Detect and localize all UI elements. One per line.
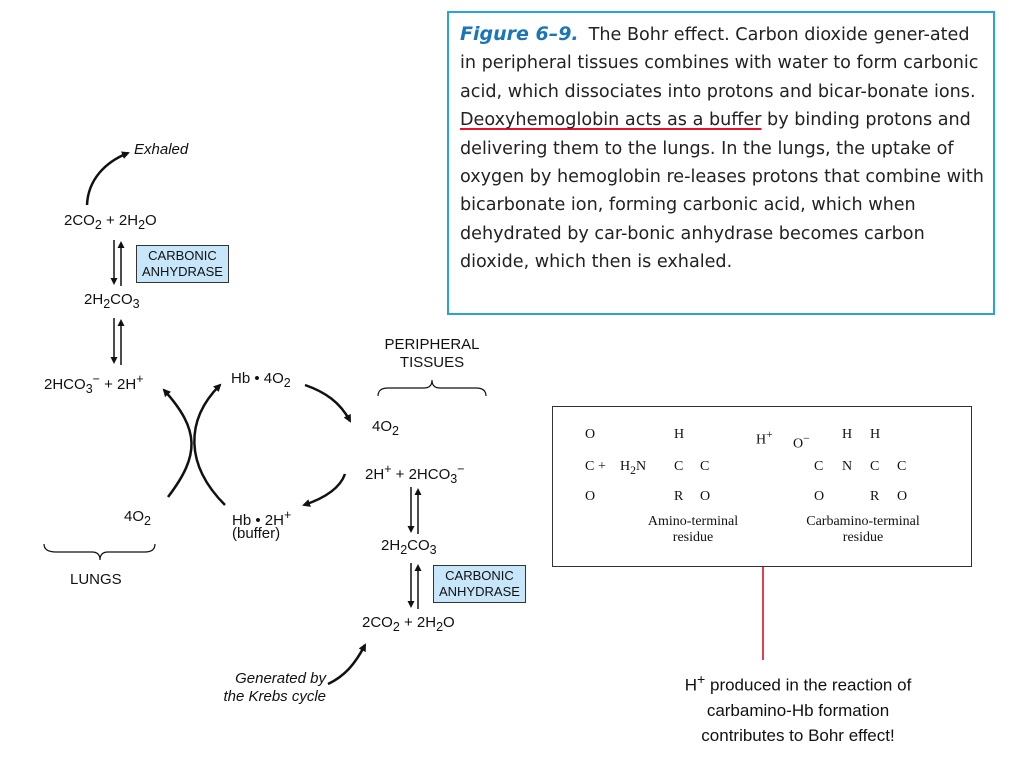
carbonic-anhydrase-tissues: CARBONIC ANHYDRASE	[433, 565, 526, 603]
atom-r-carb: R	[870, 489, 880, 504]
atom-c-carbonyl-amino: C	[700, 459, 710, 474]
caption-text-after: by binding protons and delivering them t…	[460, 110, 984, 273]
tissue-h2co3: 2H2CO3	[381, 537, 437, 557]
tissue-h-hco3: 2H+ + 2HCO3−	[365, 462, 465, 486]
lungs-brace	[43, 543, 156, 561]
lungs-h2co3: 2H2CO3	[84, 291, 140, 311]
hb-2h: Hb • 2H+	[232, 508, 292, 529]
atom-o-bottom-left: O	[585, 489, 596, 504]
released-hplus: H+	[756, 428, 773, 448]
bohr-effect-note: H+ produced in the reaction of carbamino…	[684, 672, 912, 745]
krebs-label: Generated by the Krebs cycle	[223, 670, 326, 705]
hb-4o2: Hb • 4O2	[231, 370, 291, 390]
figure-caption: Figure 6–9.The Bohr effect. Carbon dioxi…	[460, 20, 990, 277]
atom-r-amino: R	[674, 489, 684, 504]
lungs-hco3-h: 2HCO3− + 2H+	[44, 372, 144, 396]
figure-label: Figure 6–9.	[460, 23, 579, 45]
lungs-label: LUNGS	[70, 571, 122, 588]
lungs-co2-h2o: 2CO2 + 2H2O	[64, 212, 157, 232]
caption-highlight: Deoxyhemoglobin acts as a buffer	[460, 110, 762, 131]
exhaled-arrow	[85, 151, 130, 206]
carbamino-terminal-label: Carbamino-terminal residue	[806, 514, 920, 545]
atom-c-carbamate: C	[814, 459, 824, 474]
atom-o-carbamate: O	[814, 489, 825, 504]
atom-n: N	[842, 459, 853, 474]
carbamino-structure-box	[552, 406, 972, 567]
atom-h-amino: H	[674, 427, 685, 442]
peripheral-tissues-label: PERIPHERAL TISSUES	[384, 336, 480, 371]
atom-h-n: H	[842, 427, 853, 442]
tissue-4o2: 4O2	[372, 418, 399, 438]
atom-c-carbonyl-carb: C	[897, 459, 907, 474]
atom-c-left: C	[585, 459, 595, 474]
caption-text-before: The Bohr effect. Carbon dioxide gener-at…	[460, 25, 979, 102]
exhaled-label: Exhaled	[134, 141, 189, 158]
atom-o-amino: O	[700, 489, 711, 504]
lungs-4o2: 4O2	[124, 508, 151, 528]
atom-c-alpha-amino: C	[674, 459, 684, 474]
h2n-group: H2N	[620, 459, 647, 477]
atom-c-alpha-carb: C	[870, 459, 880, 474]
caption-box	[447, 11, 995, 315]
atom-h-alpha: H	[870, 427, 881, 442]
amino-terminal-label: Amino-terminal residue	[647, 514, 739, 545]
carbonic-anhydrase-lungs: CARBONIC ANHYDRASE	[136, 245, 229, 283]
tissues-brace	[377, 379, 487, 397]
o-minus: O−	[793, 432, 810, 452]
buffer-label: (buffer)	[232, 525, 281, 542]
atom-o-carb: O	[897, 489, 908, 504]
atom-o-top-left: O	[585, 427, 596, 442]
plus-sign: +	[598, 459, 606, 474]
tissue-co2-h2o: 2CO2 + 2H2O	[362, 614, 455, 634]
